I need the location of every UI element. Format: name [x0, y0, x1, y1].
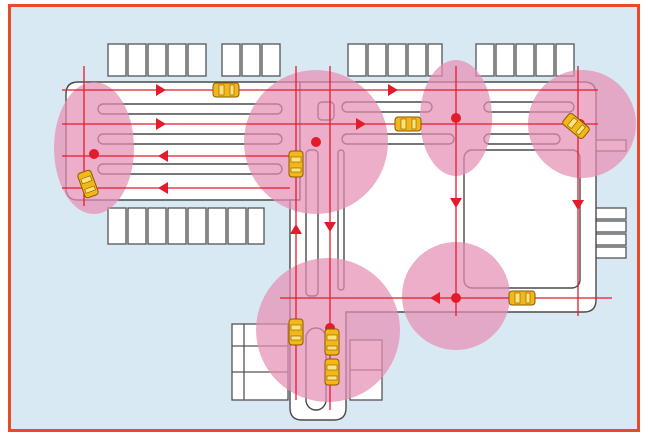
- yellow-car-icon: [77, 169, 99, 199]
- hub-dot-icon: [89, 149, 99, 159]
- yellow-car-icon: [288, 318, 304, 346]
- yellow-car-icon: [324, 358, 340, 386]
- direction-arrow-icon: [290, 224, 302, 234]
- hub-dot-icon: [311, 137, 321, 147]
- yellow-car-icon: [288, 150, 304, 178]
- direction-arrow-icon: [324, 222, 336, 232]
- hub-dot-icon: [451, 113, 461, 123]
- stall-group-bottom-left: [107, 207, 265, 245]
- direction-arrow-icon: [430, 292, 440, 304]
- yellow-car-icon: [562, 113, 590, 139]
- direction-arrow-icon: [450, 198, 462, 208]
- direction-arrow-icon: [158, 182, 168, 194]
- stall-group-top-center-right: [347, 43, 443, 77]
- stall-group-top-center-left: [221, 43, 281, 77]
- direction-arrow-icon: [356, 118, 366, 130]
- direction-arrows: [156, 84, 584, 304]
- direction-arrow-icon: [158, 150, 168, 162]
- hub-dot-icon: [451, 293, 461, 303]
- yellow-car-icon: [324, 328, 340, 356]
- direction-arrow-icon: [572, 200, 584, 210]
- parking-lane-diagram: [54, 43, 636, 421]
- yellow-car-icon: [212, 82, 240, 98]
- vehicles: [77, 82, 590, 386]
- direction-arrow-icon: [388, 84, 398, 96]
- direction-arrow-icon: [156, 118, 166, 130]
- direction-arrow-icon: [156, 84, 166, 96]
- yellow-car-icon: [508, 290, 536, 306]
- yellow-car-icon: [394, 116, 422, 132]
- coverage-zone: [54, 82, 134, 214]
- stall-group-top-left: [107, 43, 207, 77]
- stall-group-top-right: [475, 43, 575, 77]
